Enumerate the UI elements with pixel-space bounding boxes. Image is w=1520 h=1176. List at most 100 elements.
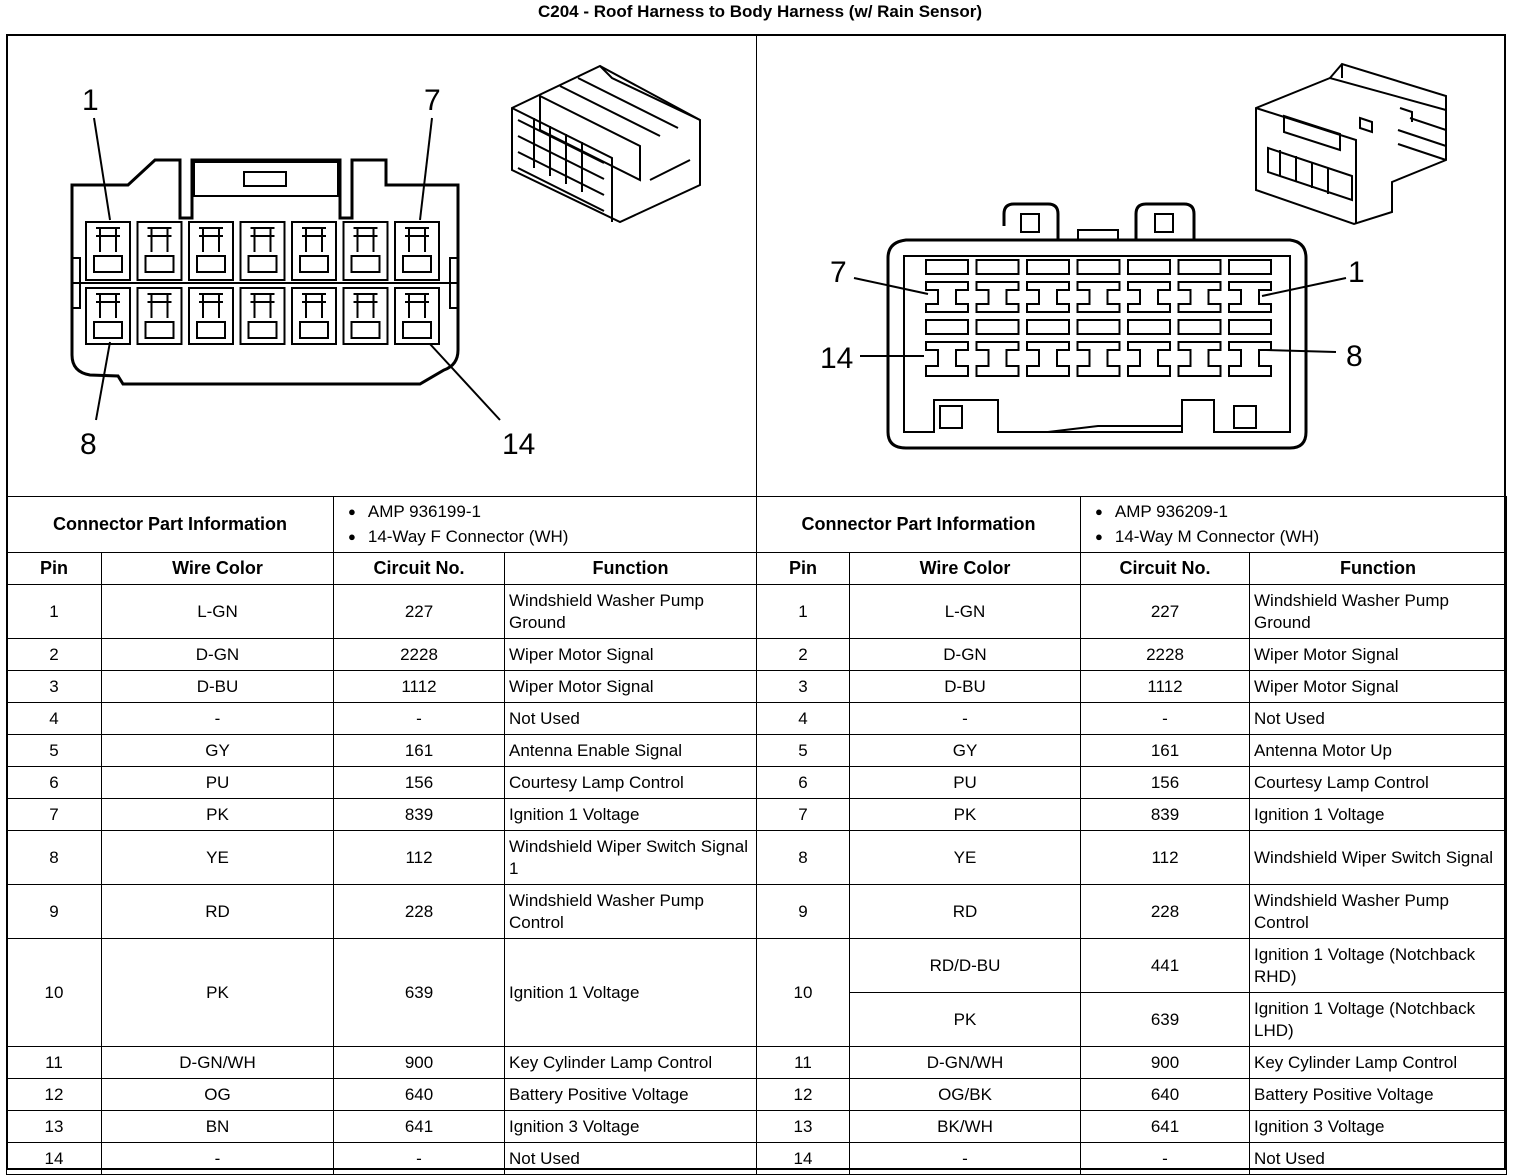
- right-connector-iso: [1255, 62, 1447, 226]
- function-cell: Courtesy Lamp Control: [504, 766, 757, 799]
- circuit-cell: 2228: [1080, 638, 1250, 671]
- left-cavity: [85, 221, 131, 281]
- left-cavity: [291, 221, 337, 281]
- left-connector-part-number: AMP 936199-1: [348, 500, 752, 525]
- pin-cell: 6: [756, 766, 850, 799]
- wire-color-cell: D-GN: [101, 638, 334, 671]
- pin-cell: 14: [6, 1142, 102, 1175]
- circuit-cell: -: [333, 1142, 505, 1175]
- right-cavity: [1076, 259, 1121, 377]
- function-cell: Key Cylinder Lamp Control: [1249, 1046, 1507, 1079]
- function-cell: Windshield Wiper Switch Signal: [1249, 830, 1507, 885]
- wire-color-cell: RD/D-BU: [849, 938, 1081, 993]
- circuit-cell: -: [1080, 1142, 1250, 1175]
- function-cell: Ignition 1 Voltage (Notchback RHD): [1249, 938, 1507, 993]
- function-cell: Windshield Washer Pump Ground: [1249, 584, 1507, 639]
- right-pin-label-tr: 1: [1348, 256, 1365, 289]
- function-cell: Ignition 1 Voltage: [504, 938, 757, 1047]
- right-cavity: [1177, 259, 1222, 377]
- pin-cell: 12: [6, 1078, 102, 1111]
- pin-cell: 3: [756, 670, 850, 703]
- circuit-cell: 839: [1080, 798, 1250, 831]
- pin-cell: 11: [6, 1046, 102, 1079]
- pin-cell: 10: [756, 938, 850, 1047]
- pin-cell: 5: [756, 734, 850, 767]
- right-header-function: Function: [1249, 552, 1507, 585]
- left-cavity: [188, 287, 234, 345]
- left-pin-label-br: 14: [502, 428, 535, 461]
- left-cavity: [291, 287, 337, 345]
- wire-color-cell: D-GN: [849, 638, 1081, 671]
- left-pin-label-tl: 1: [82, 84, 99, 117]
- function-cell: Not Used: [1249, 1142, 1507, 1175]
- pin-cell: 6: [6, 766, 102, 799]
- wire-color-cell: GY: [849, 734, 1081, 767]
- circuit-cell: 641: [1080, 1110, 1250, 1143]
- circuit-cell: -: [333, 702, 505, 735]
- circuit-cell: 1112: [1080, 670, 1250, 703]
- circuit-cell: 227: [1080, 584, 1250, 639]
- wire-color-cell: PK: [849, 798, 1081, 831]
- circuit-cell: 900: [1080, 1046, 1250, 1079]
- pin-cell: 10: [6, 938, 102, 1047]
- pin-cell: 14: [756, 1142, 850, 1175]
- right-connector-type: 14-Way M Connector (WH): [1095, 525, 1502, 550]
- page-title: C204 - Roof Harness to Body Harness (w/ …: [538, 2, 982, 21]
- pin-cell: 13: [756, 1110, 850, 1143]
- function-cell: Key Cylinder Lamp Control: [504, 1046, 757, 1079]
- function-cell: Ignition 1 Voltage: [504, 798, 757, 831]
- circuit-cell: 156: [1080, 766, 1250, 799]
- function-cell: Not Used: [504, 1142, 757, 1175]
- wire-color-cell: BK/WH: [849, 1110, 1081, 1143]
- right-pin-label-br: 8: [1346, 340, 1363, 373]
- function-cell: Antenna Motor Up: [1249, 734, 1507, 767]
- right-cavity: [1127, 259, 1171, 377]
- circuit-cell: 161: [1080, 734, 1250, 767]
- function-cell: Windshield Wiper Switch Signal 1: [504, 830, 757, 885]
- left-cavity: [136, 221, 183, 281]
- wire-color-cell: -: [101, 1142, 334, 1175]
- pin-cell: 3: [6, 670, 102, 703]
- left-connector-info: AMP 936199-1 14-Way F Connector (WH): [333, 496, 757, 553]
- panel-divider: [756, 34, 757, 496]
- pin-cell: 1: [6, 584, 102, 639]
- function-cell: Windshield Washer Pump Control: [1249, 884, 1507, 939]
- wire-color-cell: -: [849, 702, 1081, 735]
- left-pin-label-bl: 8: [80, 428, 97, 461]
- pin-cell: 1: [756, 584, 850, 639]
- table-row: 14--Not Used: [756, 1142, 1507, 1175]
- function-cell: Battery Positive Voltage: [1249, 1078, 1507, 1111]
- pin-cell: 7: [756, 798, 850, 831]
- left-connector-info-label: Connector Part Information: [6, 496, 334, 553]
- circuit-cell: 839: [333, 798, 505, 831]
- right-connector-info: AMP 936209-1 14-Way M Connector (WH): [1080, 496, 1507, 553]
- function-cell: Wiper Motor Signal: [1249, 670, 1507, 703]
- circuit-cell: 1112: [333, 670, 505, 703]
- wire-color-cell: PK: [101, 798, 334, 831]
- left-cavity: [85, 287, 131, 345]
- table-row: 14--Not Used: [6, 1142, 757, 1175]
- function-cell: Windshield Washer Pump Ground: [504, 584, 757, 639]
- circuit-cell: 641: [333, 1110, 505, 1143]
- left-cavity: [239, 221, 286, 281]
- pin-cell: 9: [6, 884, 102, 939]
- function-cell: Antenna Enable Signal: [504, 734, 757, 767]
- function-cell: Ignition 1 Voltage: [1249, 798, 1507, 831]
- table-row: 4--Not Used: [756, 702, 1507, 735]
- wire-color-cell: YE: [849, 830, 1081, 885]
- circuit-cell: 161: [333, 734, 505, 767]
- function-cell: Not Used: [1249, 702, 1507, 735]
- circuit-cell: 228: [333, 884, 505, 939]
